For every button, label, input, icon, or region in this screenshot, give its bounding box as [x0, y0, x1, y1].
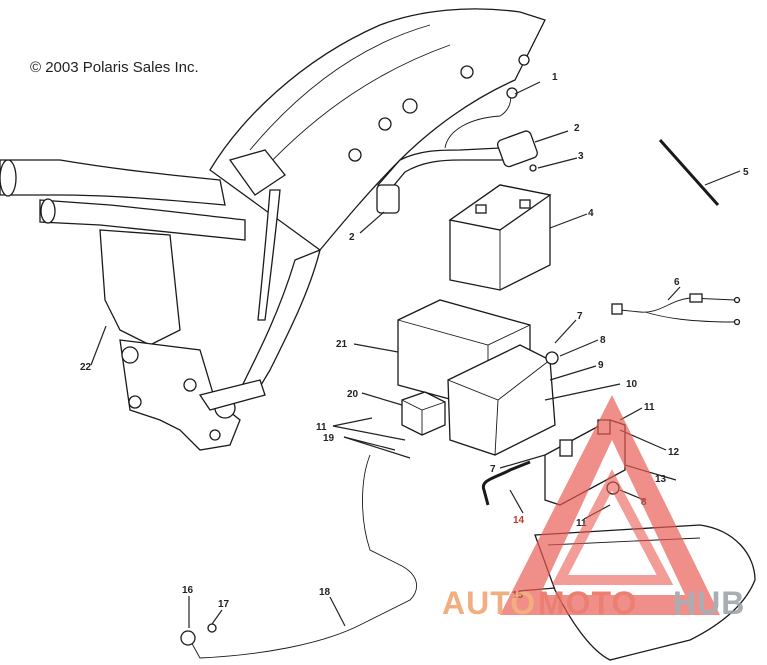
callout-2b: 2: [349, 232, 355, 243]
battery-box: [397, 299, 559, 456]
callout-3: 3: [578, 151, 584, 162]
callout-11a: 11: [644, 402, 655, 413]
callout-11c: 11: [576, 518, 587, 529]
callout-16: 16: [182, 585, 194, 596]
callout-14: 14: [513, 515, 525, 526]
callout-2: 2: [574, 123, 580, 134]
hold-down-strap: [658, 139, 720, 206]
callout-20: 20: [347, 389, 359, 400]
callout-6: 6: [674, 277, 680, 288]
callout-22: 22: [80, 362, 92, 373]
negative-cable: [189, 454, 417, 659]
callout-10: 10: [626, 379, 638, 390]
callout-17: 17: [218, 599, 230, 610]
watermark-moto: MOTO: [538, 585, 637, 621]
callout-18: 18: [319, 587, 331, 598]
watermark-auto: AUTO: [442, 585, 536, 621]
watermark-logo: AUTO MOTO HUB: [442, 395, 745, 621]
callout-19: 19: [323, 433, 335, 444]
callout-9: 9: [598, 360, 604, 371]
warning-triangle-icon: [500, 395, 720, 615]
callout-12: 12: [668, 447, 680, 458]
battery: [448, 164, 552, 291]
callout-labels: 1 2 3 4 5 2 6 7 8 9 10 11 21 20 11 19 12…: [80, 72, 749, 610]
callout-13: 13: [655, 474, 667, 485]
callout-5: 5: [743, 167, 749, 178]
leader-lines: [90, 81, 741, 628]
callout-1: 1: [552, 72, 558, 83]
battery-cable-positive: [376, 87, 538, 214]
callout-7: 7: [577, 311, 583, 322]
watermark-hub: HUB: [673, 585, 745, 621]
callout-21: 21: [336, 339, 348, 350]
callout-4: 4: [588, 208, 594, 219]
frame-assembly: [0, 8, 546, 451]
callout-11b: 11: [316, 422, 327, 433]
vent-hose: [481, 460, 531, 506]
starter-relay: [401, 391, 446, 436]
callout-8: 8: [600, 335, 606, 346]
accessory-harness: [611, 293, 741, 326]
callout-7b: 7: [490, 464, 496, 475]
copyright-notice: © 2003 Polaris Sales Inc.: [30, 59, 199, 76]
